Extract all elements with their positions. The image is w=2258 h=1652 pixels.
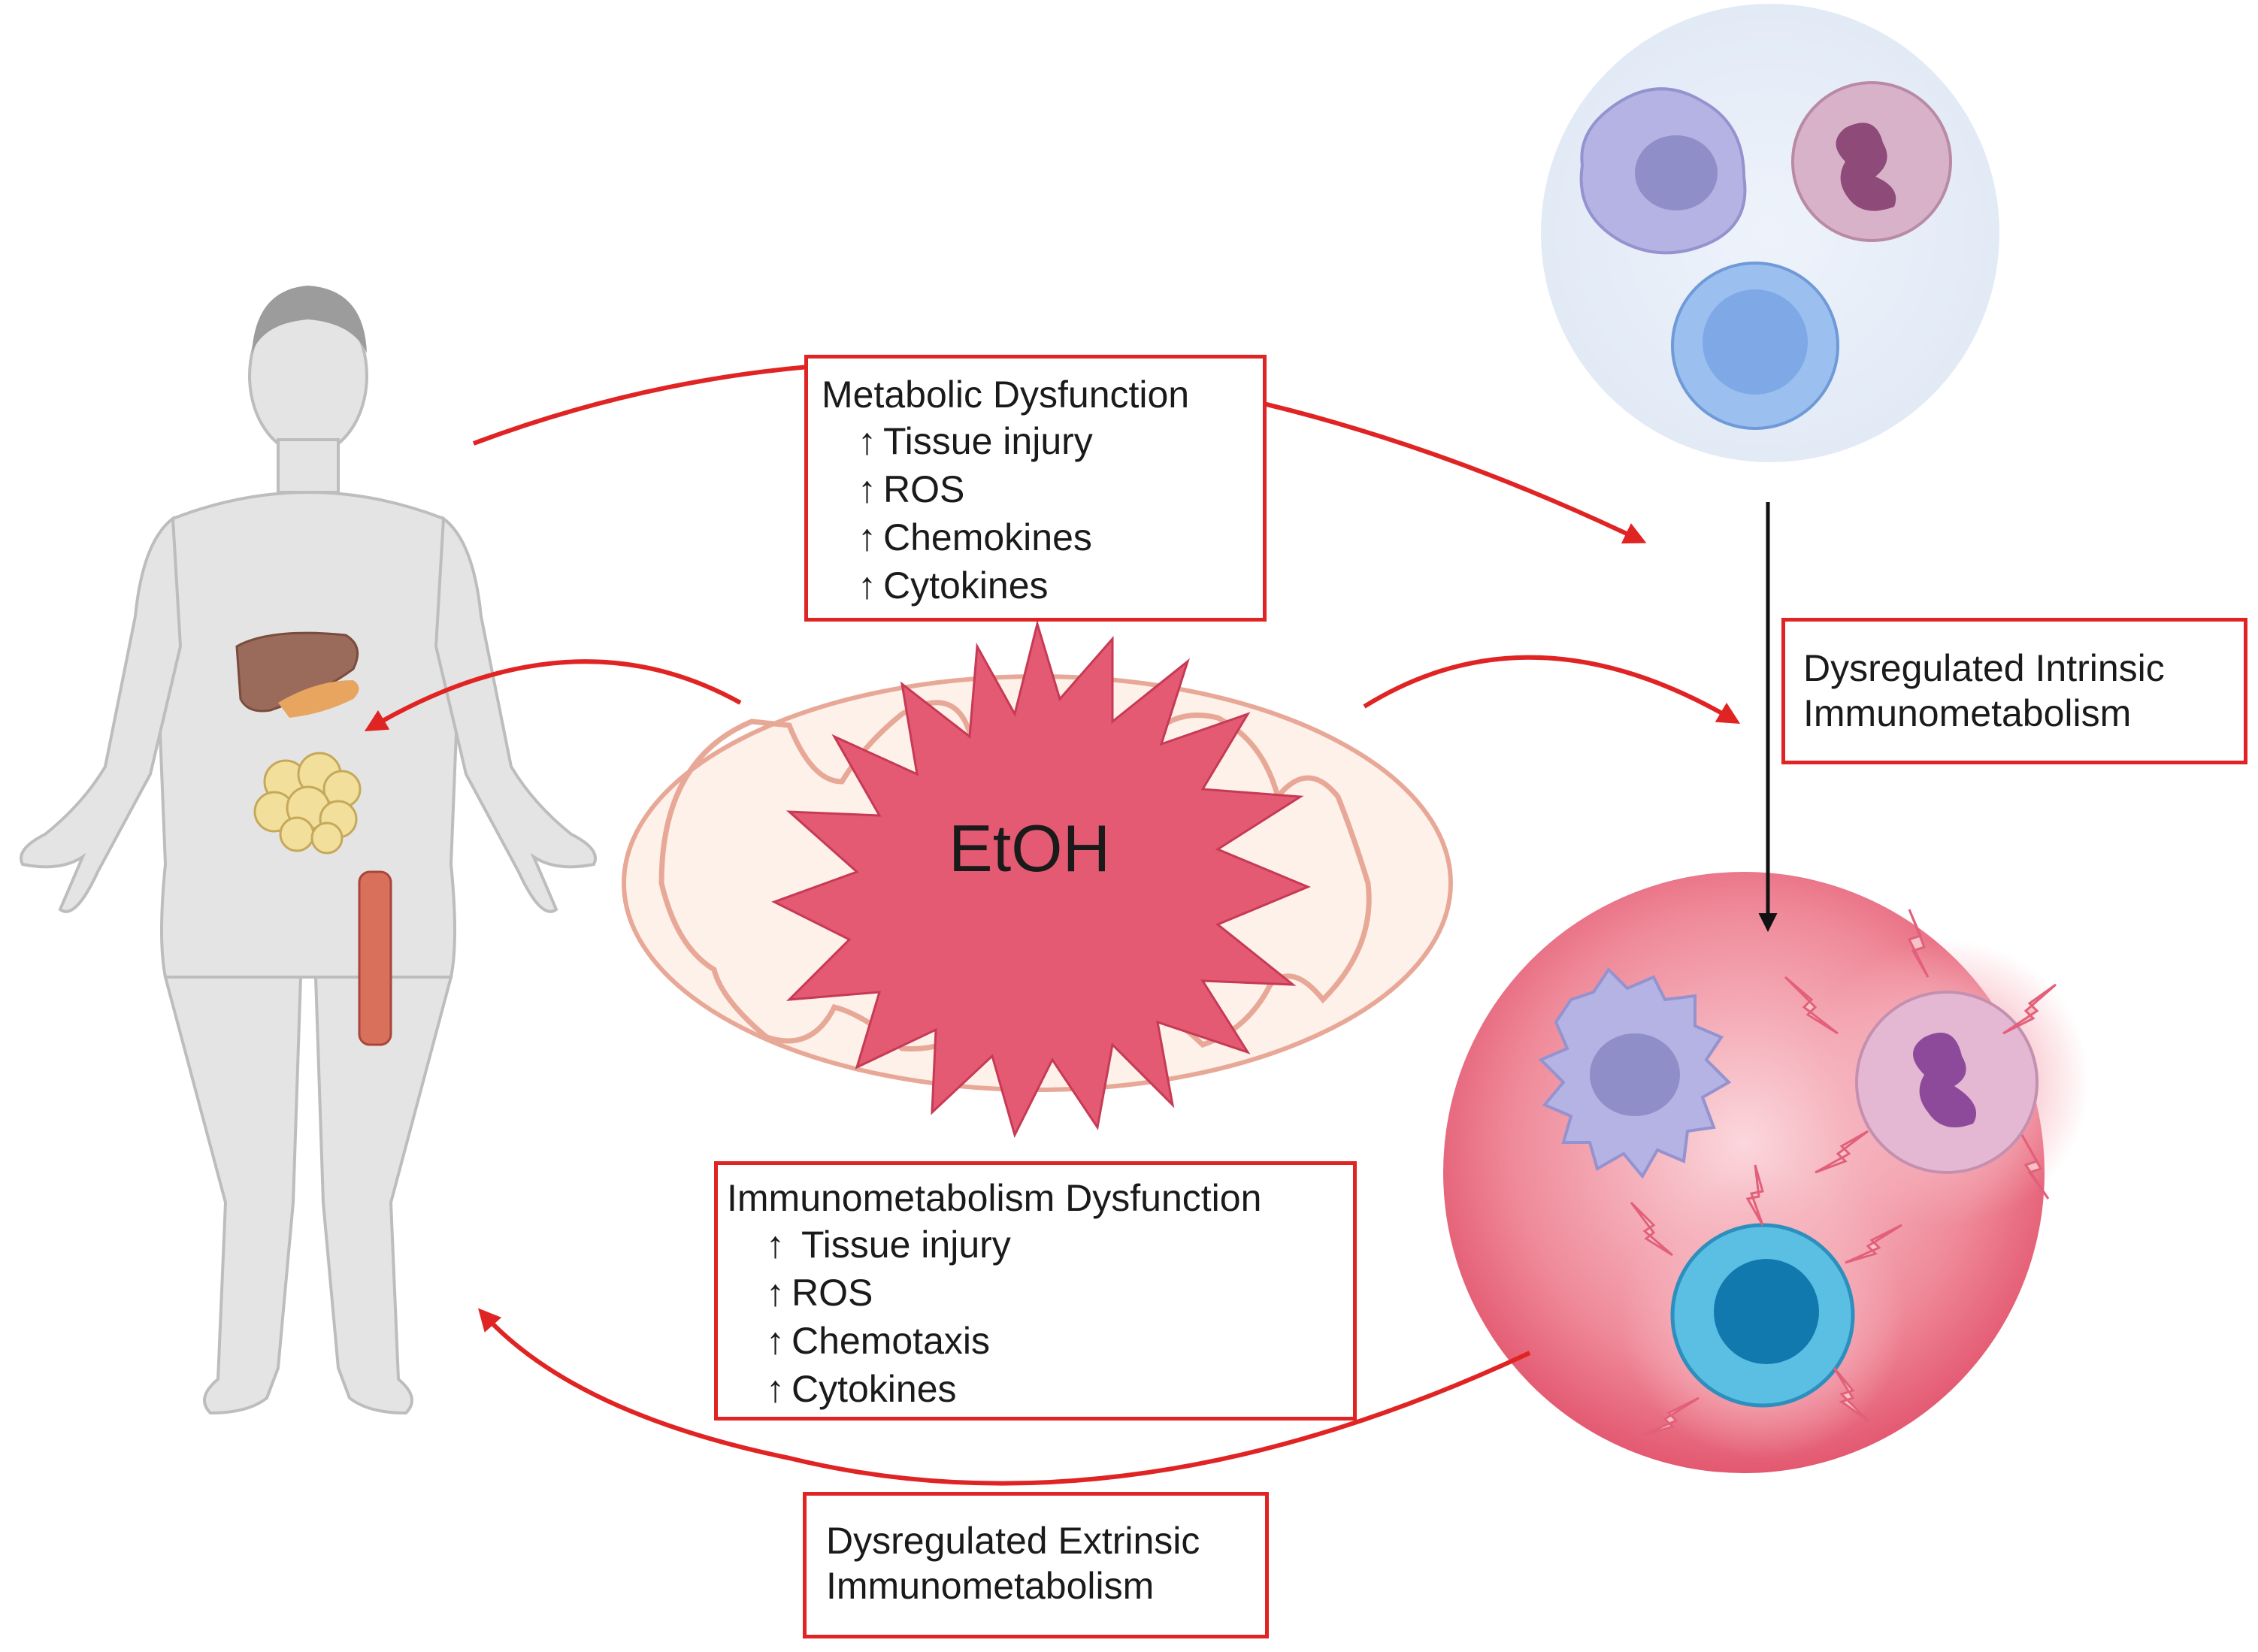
resting-immune-cells	[1541, 4, 1999, 462]
left-arm	[20, 516, 183, 913]
adipose-tissue	[253, 752, 362, 855]
metabolic-item: ↑Cytokines	[858, 561, 1249, 610]
dysregulated-extrinsic-box: Dysregulated Extrinsic Immunometabolism	[803, 1492, 1269, 1638]
neutrophil-nucleus	[1836, 123, 1896, 211]
extrinsic-line-1: Dysregulated Extrinsic	[826, 1520, 1200, 1562]
up-arrow-icon: ↑	[858, 516, 876, 558]
pancreas-organ	[278, 680, 359, 718]
active-lymphocyte-nucleus	[1714, 1259, 1819, 1364]
immunometabolism-dysfunction-title: Immunometabolism Dysfunction	[727, 1177, 1262, 1219]
lymphocyte-nucleus	[1703, 289, 1808, 395]
extrinsic-line-2: Immunometabolism	[826, 1565, 1155, 1607]
dysregulated-intrinsic-box: Dysregulated Intrinsic Immunometabolism	[1781, 618, 2247, 764]
macrophage-nucleus-active	[1590, 1033, 1680, 1116]
up-arrow-icon: ↑	[858, 468, 876, 510]
left-leg	[163, 976, 303, 1415]
intrinsic-line-2: Immunometabolism	[1803, 692, 2132, 734]
immuno-item: ↑ Tissue injury	[766, 1221, 1344, 1269]
up-arrow-icon: ↑	[766, 1224, 785, 1266]
arrow-immune-to-body	[478, 1308, 1531, 1486]
intrinsic-line-1: Dysregulated Intrinsic	[1803, 647, 2165, 689]
etoh-burst	[771, 619, 1311, 1139]
metabolic-item: ↑ROS	[858, 465, 1249, 513]
stress-bolts	[1630, 909, 2057, 1437]
metabolic-dysfunction-title: Metabolic Dysfunction	[822, 374, 1190, 416]
metabolic-item: ↑Chemokines	[858, 513, 1249, 561]
torso	[154, 491, 462, 979]
human-body-figure	[20, 286, 597, 1415]
skeletal-muscle	[358, 870, 392, 1046]
etoh-label: EtOH	[949, 811, 1111, 885]
right-arm	[434, 516, 597, 913]
immunometabolism-dysfunction-box: Immunometabolism Dysfunction ↑ Tissue in…	[714, 1161, 1357, 1421]
immuno-item: ↑Chemotaxis	[766, 1317, 1344, 1365]
mitochondrion	[622, 619, 1453, 1139]
up-arrow-icon: ↑	[766, 1272, 785, 1314]
immuno-item: ↑Cytokines	[766, 1365, 1344, 1413]
macrophage-nucleus	[1635, 135, 1718, 210]
right-leg	[313, 976, 453, 1415]
up-arrow-icon: ↑	[766, 1320, 785, 1362]
arrow-mito-to-intrinsic	[1363, 655, 1741, 725]
up-arrow-icon: ↑	[766, 1368, 785, 1410]
metabolic-item: ↑Tissue injury	[858, 417, 1249, 465]
active-neutrophil-nucleus	[1913, 1032, 1977, 1127]
hair	[252, 286, 367, 353]
liver-organ	[235, 631, 359, 713]
up-arrow-icon: ↑	[858, 420, 876, 462]
metabolic-dysfunction-box: Metabolic Dysfunction ↑Tissue injury ↑RO…	[804, 355, 1267, 622]
immuno-item: ↑ROS	[766, 1269, 1344, 1317]
activated-immune-cells	[1443, 872, 2090, 1473]
up-arrow-icon: ↑	[858, 564, 876, 607]
arrow-mito-to-body	[364, 659, 742, 732]
